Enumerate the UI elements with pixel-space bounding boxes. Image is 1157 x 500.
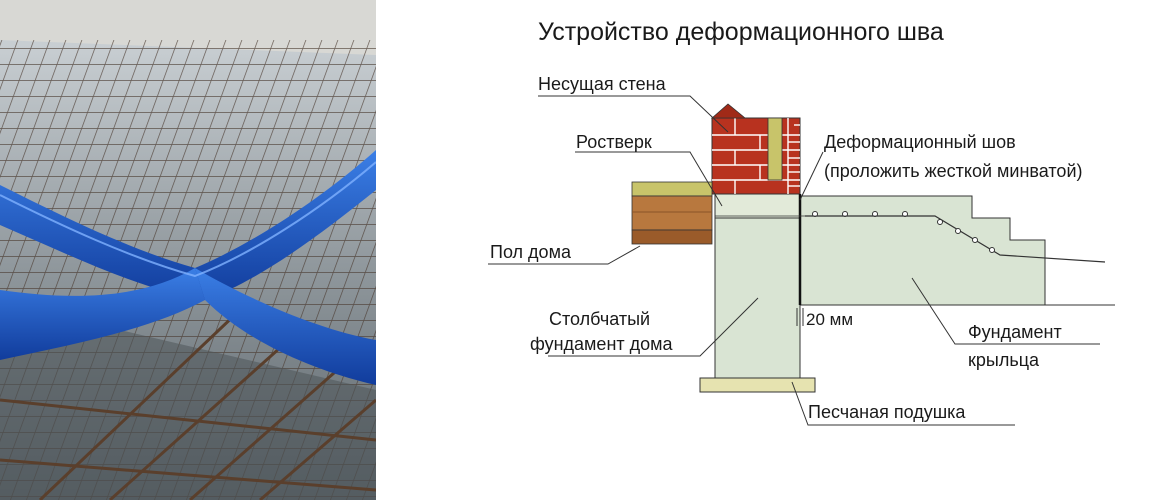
sand-label: Песчаная подушка [808,402,966,422]
porch-label-line1: Фундамент [968,322,1062,342]
brick-wall [710,103,801,195]
lower-rebar [0,308,376,500]
wall-label: Несущая стена [538,74,667,94]
column-label-line1: Столбчатый [549,309,650,329]
floor-label: Пол дома [490,242,572,262]
sand-cushion [699,377,816,393]
gap-label: 20 мм [806,310,853,329]
leader-lines [488,95,1100,426]
expansion-joint-diagram: Устройство деформационного шва [376,0,1157,500]
blue-waterstop-joint [0,150,376,385]
joint-label-line2: (проложить жесткой минватой) [824,161,1083,181]
house-floor [631,181,713,245]
porch-foundation [799,195,1046,306]
joint-label-line1: Деформационный шов [824,132,1016,152]
column-label-line2: фундамент дома [530,334,674,354]
grillage-label: Ростверк [576,132,652,152]
rebar-photo-illustration [0,0,376,500]
construction-photo [0,0,376,500]
diagram-title: Устройство деформационного шва [538,18,944,46]
diagram-canvas: Устройство деформационного шва [488,18,1115,426]
porch-label-line2: крыльца [968,350,1040,370]
grillage [714,193,801,219]
